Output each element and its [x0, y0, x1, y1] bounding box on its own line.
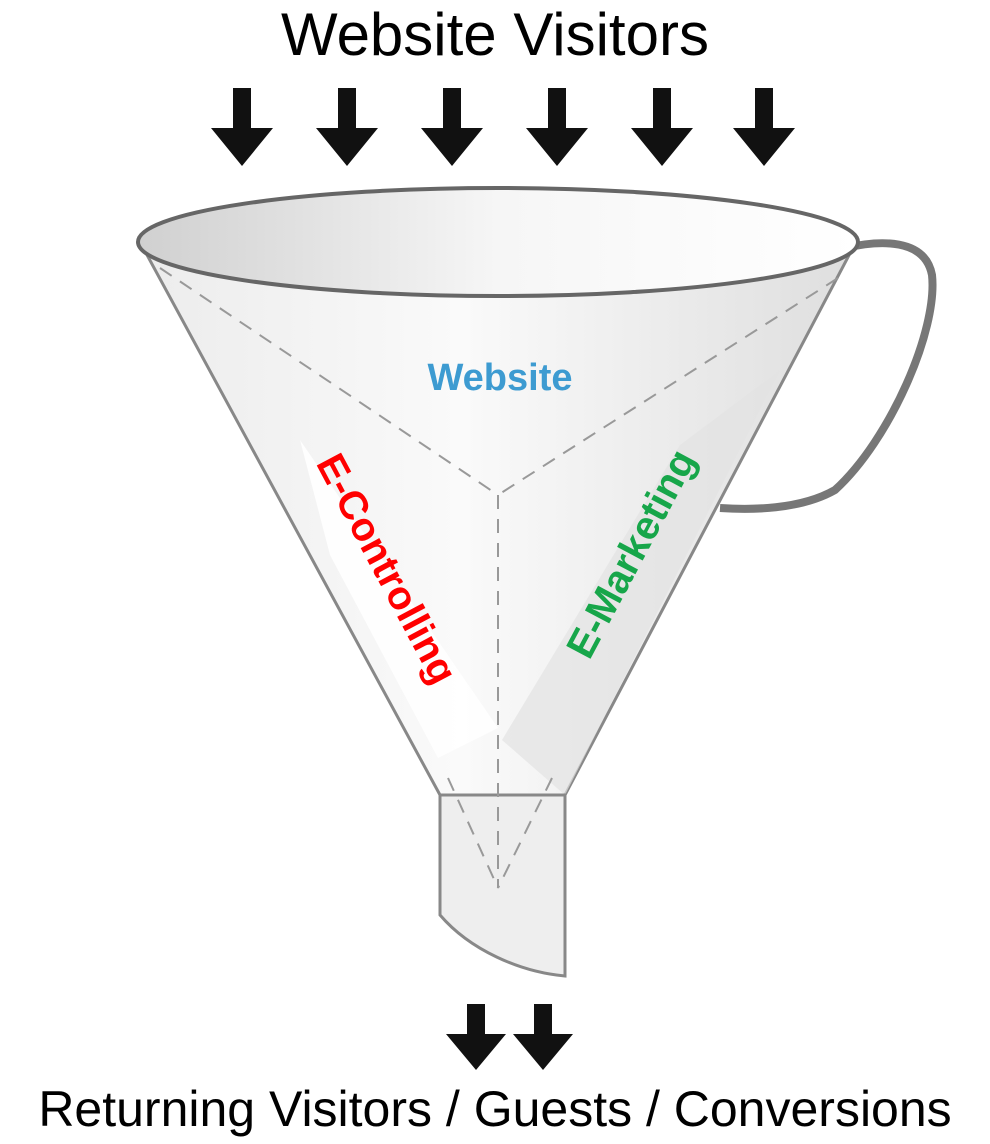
output-arrows: [446, 1004, 573, 1070]
down-arrow-icon: [733, 88, 795, 166]
funnel-handle: [719, 239, 937, 513]
funnel-stem: [438, 793, 567, 978]
website-label: Website: [427, 357, 572, 399]
down-arrow-icon: [631, 88, 693, 166]
input-label: Website Visitors: [281, 1, 709, 68]
down-arrow-icon: [513, 1004, 573, 1070]
funnel-rim: [136, 186, 860, 298]
dashed-guides: [159, 267, 839, 889]
down-arrow-icon: [211, 88, 273, 166]
down-arrow-icon: [446, 1004, 506, 1070]
down-arrow-icon: [526, 88, 588, 166]
input-arrows: [211, 88, 795, 166]
down-arrow-icon: [316, 88, 378, 166]
output-label: Returning Visitors / Guests / Conversion…: [38, 1081, 952, 1137]
down-arrow-icon: [421, 88, 483, 166]
